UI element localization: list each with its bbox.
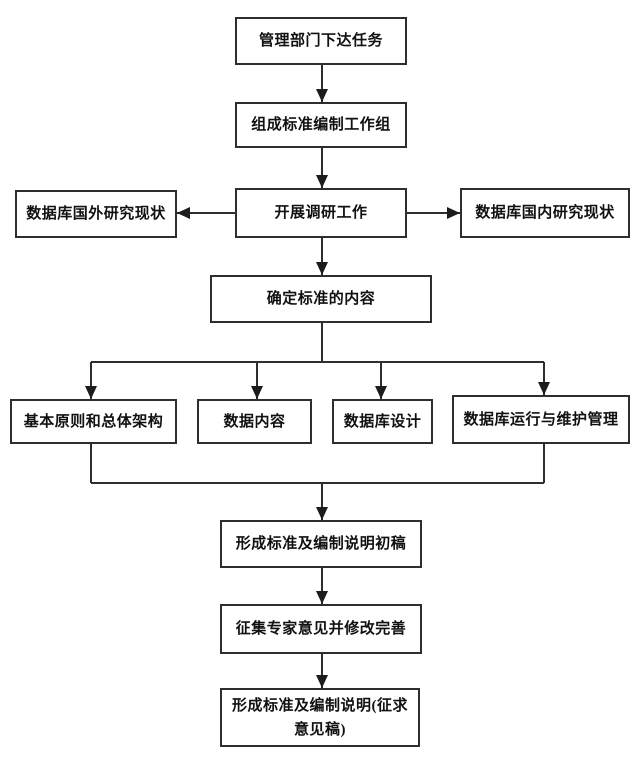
node-survey-label: 开展调研工作	[274, 205, 368, 221]
node-db-operation-label: 数据库运行与维护管理	[463, 411, 619, 428]
node-survey: 开展调研工作	[235, 188, 407, 238]
node-domestic-status: 数据库国内研究现状	[460, 188, 630, 238]
node-workgroup-label: 组成标准编制工作组	[251, 117, 391, 133]
node-domestic-status-label: 数据库国内研究现状	[475, 205, 615, 221]
node-workgroup: 组成标准编制工作组	[235, 102, 407, 148]
node-expert-review: 征集专家意见并修改完善	[220, 604, 422, 654]
node-standard-content-label: 确定标准的内容	[266, 291, 376, 307]
node-foreign-status-label: 数据库国外研究现状	[26, 206, 166, 222]
node-draft-for-comments-label: 形成标准及编制说明(征求 意见稿)	[232, 697, 408, 738]
node-draft-for-comments: 形成标准及编制说明(征求 意见稿)	[220, 688, 420, 747]
node-data-content: 数据内容	[197, 399, 312, 444]
node-db-design: 数据库设计	[332, 399, 433, 444]
node-principles: 基本原则和总体架构	[10, 399, 177, 444]
node-expert-review-label: 征集专家意见并修改完善	[235, 621, 407, 637]
node-data-content-label: 数据内容	[223, 413, 286, 430]
node-foreign-status: 数据库国外研究现状	[15, 190, 177, 238]
node-first-draft: 形成标准及编制说明初稿	[220, 520, 422, 568]
node-task: 管理部门下达任务	[235, 17, 407, 65]
node-standard-content: 确定标准的内容	[210, 275, 432, 323]
node-task-label: 管理部门下达任务	[258, 33, 383, 49]
node-principles-label: 基本原则和总体架构	[23, 413, 164, 430]
node-first-draft-label: 形成标准及编制说明初稿	[235, 536, 407, 552]
node-db-design-label: 数据库设计	[343, 413, 422, 430]
node-db-operation: 数据库运行与维护管理	[452, 395, 630, 444]
